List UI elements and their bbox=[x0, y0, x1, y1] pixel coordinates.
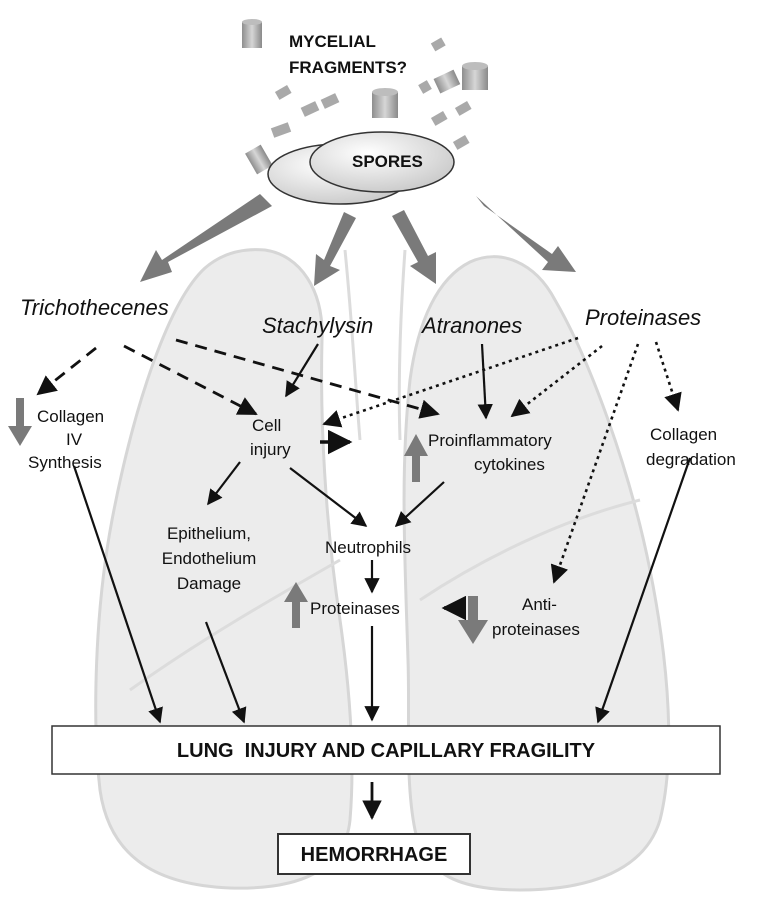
fragment-icon bbox=[242, 19, 262, 48]
arrow-proteinases-to-collagen-degradation bbox=[656, 342, 678, 410]
hemorrhage-label: HEMORRHAGE bbox=[301, 844, 448, 866]
collagen-synthesis-label: Collagen IV Synthesis bbox=[28, 407, 104, 472]
right-lung-shape bbox=[96, 250, 352, 888]
mycelial-label-line2: FRAGMENTS? bbox=[289, 58, 407, 77]
lung-injury-label: LUNG INJURY AND CAPILLARY FRAGILITY bbox=[177, 740, 596, 762]
epithelium-line1: Epithelium, bbox=[167, 524, 251, 543]
mycelial-label-line1: MYCELIAL bbox=[289, 32, 376, 51]
cytokines-line2: cytokines bbox=[474, 455, 545, 474]
arrow-trichothecenes-to-collagen-synthesis bbox=[38, 348, 96, 394]
trichothecenes-label: Trichothecenes bbox=[20, 295, 169, 320]
proteinases-mid-label: Proteinases bbox=[310, 599, 400, 618]
fragment-icon bbox=[453, 135, 470, 150]
fragment-icon bbox=[321, 93, 340, 109]
spores-label: SPORES bbox=[352, 152, 423, 171]
antiproteinases-line1: Anti- bbox=[522, 595, 557, 614]
neutrophils-label: Neutrophils bbox=[325, 538, 411, 557]
atranones-label: Atranones bbox=[420, 313, 522, 338]
fragment-icon bbox=[462, 62, 488, 90]
fragment-icon bbox=[434, 70, 461, 94]
fragment-icon bbox=[431, 111, 448, 126]
fragment-icon bbox=[275, 85, 292, 100]
antiproteinases-line2: proteinases bbox=[492, 620, 580, 639]
proteinases-label: Proteinases bbox=[585, 305, 701, 330]
fragment-icon bbox=[301, 101, 320, 117]
cell-injury-line1: Cell bbox=[252, 416, 281, 435]
epithelium-line3: Damage bbox=[177, 574, 241, 593]
stachylysin-label: Stachylysin bbox=[262, 313, 373, 338]
fragment-icon bbox=[271, 122, 291, 138]
epithelium-line2: Endothelium bbox=[162, 549, 257, 568]
trachea-shape bbox=[345, 250, 405, 440]
mycelial-label: MYCELIAL FRAGMENTS? bbox=[289, 32, 407, 77]
fragment-icon bbox=[372, 88, 398, 118]
collagen-synthesis-line3: Synthesis bbox=[28, 453, 102, 472]
cytokines-line1: Proinflammatory bbox=[428, 431, 552, 450]
lung-injury-box: LUNG INJURY AND CAPILLARY FRAGILITY bbox=[52, 726, 720, 774]
gray-arrow bbox=[392, 210, 436, 284]
collagen-degradation-line2: degradation bbox=[646, 450, 736, 469]
collagen-degradation-line1: Collagen bbox=[650, 425, 717, 444]
cell-injury-line2: injury bbox=[250, 440, 291, 459]
gray-arrow bbox=[314, 212, 356, 286]
hemorrhage-box: HEMORRHAGE bbox=[278, 834, 470, 874]
lungs-illustration bbox=[96, 250, 669, 890]
collagen-degradation-label: Collagen degradation bbox=[646, 425, 736, 469]
fragment-icon bbox=[455, 101, 472, 116]
fragment-icon bbox=[418, 80, 432, 94]
collagen-synthesis-line1: Collagen bbox=[37, 407, 104, 426]
fragment-icon bbox=[431, 38, 446, 52]
down-arrow-icon bbox=[8, 398, 32, 446]
collagen-synthesis-line2: IV bbox=[66, 430, 83, 449]
